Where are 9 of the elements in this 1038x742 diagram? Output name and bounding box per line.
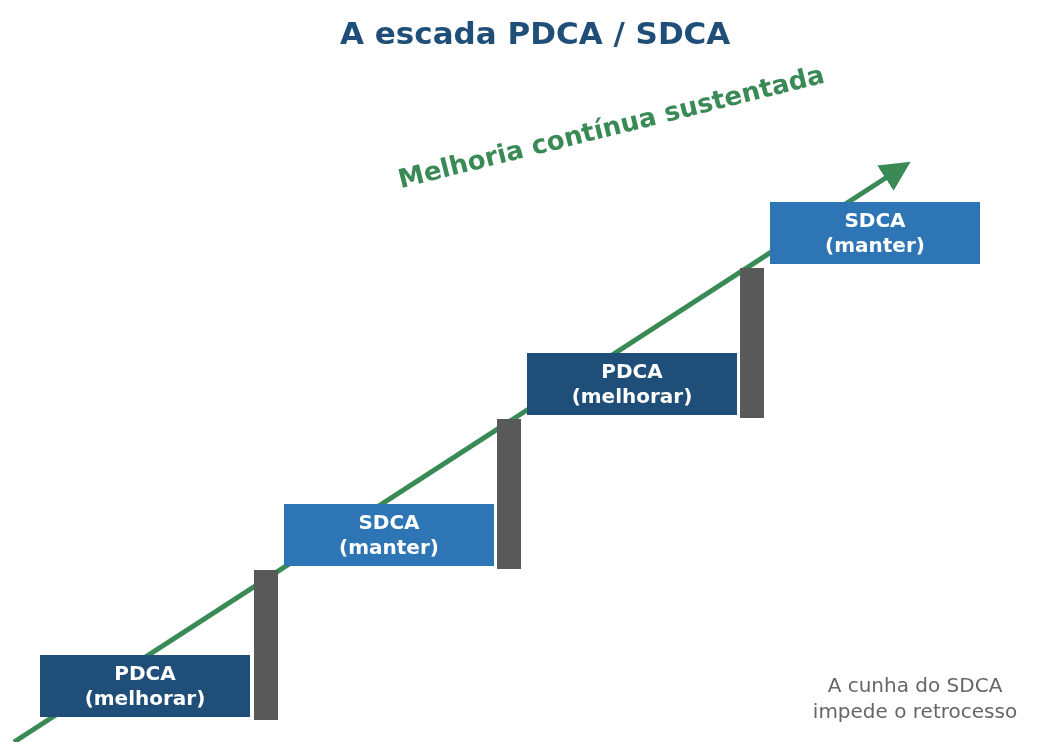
- step-box: SDCA (manter): [284, 504, 494, 566]
- note-text: A cunha do SDCA impede o retrocesso: [811, 672, 1019, 724]
- step-box: PDCA (melhorar): [40, 655, 250, 717]
- wedge-bar: [740, 268, 764, 418]
- step-box: PDCA (melhorar): [527, 353, 737, 415]
- wedge-bar: [254, 570, 278, 720]
- wedge-bar: [497, 419, 521, 569]
- diagram-title: A escada PDCA / SDCA: [340, 15, 731, 51]
- step-box: SDCA (manter): [770, 202, 980, 264]
